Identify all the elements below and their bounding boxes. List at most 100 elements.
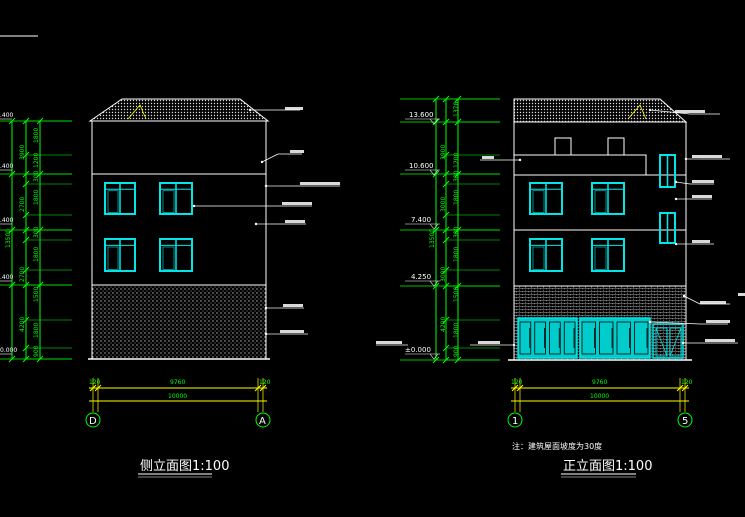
front-vdim: 3000	[440, 197, 447, 212]
side-stone-leader	[264, 306, 304, 310]
side-axis-right-bubble	[255, 412, 271, 428]
front-vdim: 900	[453, 345, 460, 357]
side-dim-left: 120	[89, 379, 101, 386]
front-vdim: 300	[453, 170, 460, 182]
front-roof-slope-mark	[627, 104, 647, 120]
side-vdim: 300	[33, 226, 40, 238]
front-left-door-leader	[470, 343, 516, 347]
side-vdim: 1200	[33, 153, 40, 168]
annotation-text-mark	[705, 339, 735, 342]
front-vdim: 1500	[453, 287, 460, 302]
side-ground-floor-cladding	[91, 284, 267, 360]
side-elev-2: .400	[0, 163, 14, 170]
front-vdim: 1800	[453, 247, 460, 262]
front-dim-left: 120	[511, 379, 523, 386]
annotation-text-mark	[376, 341, 402, 344]
annotation-text-mark	[692, 195, 712, 198]
front-elev-3: 7.400	[411, 216, 431, 224]
side-axis-left-label: D	[89, 416, 97, 427]
front-vdim: 300	[453, 226, 460, 238]
front-elev-1: 13.600	[409, 111, 434, 119]
side-roof-slope-mark	[127, 104, 147, 120]
front-axis-right-label: 5	[682, 416, 688, 427]
front-rolling-door	[517, 317, 578, 359]
front-vdim: 1800	[453, 190, 460, 205]
front-axis-left-bubble	[507, 412, 523, 428]
front-upper-wall	[513, 121, 687, 287]
side-vdim: 1800	[33, 190, 40, 205]
side-window-leader	[192, 204, 312, 208]
front-vdim: 3900	[440, 145, 447, 160]
side-elev-5: 0.000	[0, 347, 17, 354]
annotation-text-mark	[692, 180, 714, 183]
front-window	[591, 238, 625, 272]
annotation-text-mark	[675, 110, 705, 113]
front-axis-left-label: 1	[512, 416, 518, 427]
front-vdim: 13500	[429, 229, 436, 248]
side-vdim: 2700	[19, 267, 26, 282]
front-window	[591, 182, 625, 215]
front-roof-leader	[648, 108, 720, 115]
front-narrow-window	[659, 154, 676, 188]
front-dim-inner: 9760	[592, 379, 607, 386]
front-paint-leader	[674, 242, 714, 246]
annotation-text-mark	[290, 150, 304, 153]
annotation-text-mark	[300, 182, 340, 185]
front-vdim: 4200	[440, 317, 447, 332]
side-paint-leader	[254, 222, 306, 226]
side-vdim: 900	[33, 345, 40, 357]
side-window	[159, 238, 193, 272]
front-side-door-leader	[681, 341, 738, 345]
front-eave-leader	[674, 180, 714, 185]
front-roof	[513, 98, 688, 123]
front-narrow-window	[659, 212, 676, 244]
front-vdim: 1378	[453, 102, 460, 117]
annotation-text-mark	[692, 155, 722, 158]
front-rolling-door	[579, 317, 651, 359]
front-title: 正立面图1:100	[563, 459, 652, 474]
front-door-leader	[648, 320, 728, 325]
annotation-text-mark	[482, 156, 494, 159]
side-vdim: 300	[33, 170, 40, 182]
front-window-leader	[684, 157, 730, 161]
side-base-leader	[264, 332, 308, 336]
side-wall-leader	[260, 153, 302, 164]
side-window	[104, 182, 136, 215]
front-elev-2: 10.600	[409, 162, 434, 170]
annotation-text-mark	[692, 240, 710, 243]
front-balcony-leader	[480, 158, 522, 162]
side-dim-right: 120	[259, 379, 271, 386]
side-dim-total: 10000	[168, 393, 187, 400]
front-wall-leader	[674, 197, 712, 201]
front-roof-balcony	[513, 154, 647, 176]
side-title: 侧立面图1:100	[140, 459, 229, 474]
side-eave-leader	[264, 184, 340, 188]
annotation-text-mark	[283, 304, 303, 307]
front-window	[529, 182, 563, 215]
front-dim-total: 10000	[590, 393, 609, 400]
side-vdim: 3900	[19, 145, 26, 160]
side-vdim: 4200	[19, 317, 26, 332]
front-axis-right-bubble	[677, 412, 693, 428]
side-vdim: 2700	[19, 197, 26, 212]
annotation-text-mark	[706, 320, 730, 323]
annotation-text-mark	[282, 202, 312, 205]
side-vdim: 1800	[33, 128, 40, 143]
side-axis-left-bubble	[85, 412, 101, 428]
side-window	[159, 182, 193, 215]
side-vdim: 1500	[33, 287, 40, 302]
front-vdim: 1800	[453, 323, 460, 338]
side-vdim: 13500	[5, 229, 12, 248]
front-vdim: 1200	[453, 153, 460, 168]
annotation-text-mark	[285, 107, 303, 110]
front-note: 注：建筑屋面坡度为30度	[512, 441, 602, 451]
side-elev-1: .400	[0, 112, 14, 119]
front-elev-4: 4.250	[411, 273, 431, 281]
annotation-text-mark	[280, 330, 304, 333]
side-elev-3: .400	[0, 217, 14, 224]
front-dim-right: 120	[681, 379, 693, 386]
side-vdim: 1800	[33, 247, 40, 262]
annotation-text-mark	[285, 220, 305, 223]
front-side-door	[652, 323, 684, 359]
